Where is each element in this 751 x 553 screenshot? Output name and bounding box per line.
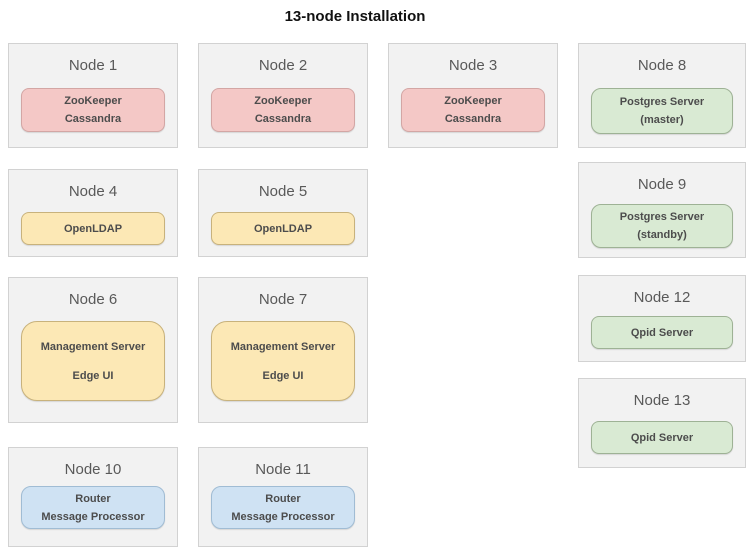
node-10-title: Node 10 [64, 461, 122, 478]
service-label-edge-ui: Edge UI [72, 369, 114, 382]
service-label-router: Router [75, 492, 111, 505]
node-6-services-box: Management Server Edge UI [21, 321, 165, 401]
node-13-title: Node 13 [633, 392, 691, 409]
service-label-qpid-server: Qpid Server [630, 326, 694, 339]
service-label-openldap: OpenLDAP [63, 222, 123, 235]
node-10-services-box: Router Message Processor [21, 486, 165, 529]
service-label-postgres-server: Postgres Server [619, 211, 705, 223]
node-12-title: Node 12 [633, 289, 691, 306]
diagram-title: 13-node Installation [284, 8, 426, 25]
node-8-services-box: Postgres Server (master) [591, 88, 733, 134]
service-label-message-processor: Message Processor [231, 510, 335, 523]
node-11-title: Node 11 [255, 461, 311, 478]
node-9: Node 9 Postgres Server (standby) [578, 162, 746, 258]
node-6-title: Node 6 [68, 291, 118, 308]
node-12: Node 12 Qpid Server [578, 275, 746, 362]
node-2-title: Node 2 [258, 57, 308, 74]
node-12-services-box: Qpid Server [591, 316, 733, 349]
service-label-postgres-server: Postgres Server [619, 96, 705, 108]
node-1: Node 1 ZooKeeper Cassandra [8, 43, 178, 148]
node-2-services-box: ZooKeeper Cassandra [211, 88, 355, 132]
service-label-cassandra: Cassandra [64, 113, 122, 125]
node-1-title: Node 1 [68, 57, 118, 74]
service-label-zookeeper: ZooKeeper [64, 95, 122, 107]
service-label-management-server: Management Server [230, 340, 336, 353]
node-13: Node 13 Qpid Server [578, 378, 746, 468]
service-label-management-server: Management Server [40, 340, 146, 353]
node-9-services-box: Postgres Server (standby) [591, 204, 733, 248]
service-label-qpid-server: Qpid Server [630, 431, 694, 444]
node-5: Node 5 OpenLDAP [198, 169, 368, 257]
node-7: Node 7 Management Server Edge UI [198, 277, 368, 423]
service-label-zookeeper: ZooKeeper [254, 95, 312, 107]
service-label-standby: (standby) [637, 229, 687, 241]
service-label-zookeeper: ZooKeeper [444, 95, 502, 107]
node-9-title: Node 9 [637, 176, 687, 193]
node-11: Node 11 Router Message Processor [198, 447, 368, 547]
node-3-services-box: ZooKeeper Cassandra [401, 88, 545, 132]
node-3-title: Node 3 [448, 57, 498, 74]
node-7-services-box: Management Server Edge UI [211, 321, 355, 401]
node-4-services-box: OpenLDAP [21, 212, 165, 245]
node-8: Node 8 Postgres Server (master) [578, 43, 746, 148]
service-label-cassandra: Cassandra [444, 113, 502, 125]
service-label-edge-ui: Edge UI [262, 369, 304, 382]
node-10: Node 10 Router Message Processor [8, 447, 178, 547]
node-7-title: Node 7 [258, 291, 308, 308]
service-label-openldap: OpenLDAP [253, 222, 313, 235]
node-2: Node 2 ZooKeeper Cassandra [198, 43, 368, 148]
node-5-services-box: OpenLDAP [211, 212, 355, 245]
node-6: Node 6 Management Server Edge UI [8, 277, 178, 423]
node-4: Node 4 OpenLDAP [8, 169, 178, 257]
service-label-router: Router [265, 492, 301, 505]
service-label-cassandra: Cassandra [254, 113, 312, 125]
node-13-services-box: Qpid Server [591, 421, 733, 454]
node-3: Node 3 ZooKeeper Cassandra [388, 43, 558, 148]
node-5-title: Node 5 [258, 183, 308, 200]
node-4-title: Node 4 [68, 183, 118, 200]
service-label-message-processor: Message Processor [41, 510, 145, 523]
node-11-services-box: Router Message Processor [211, 486, 355, 529]
node-8-title: Node 8 [637, 57, 687, 74]
service-label-master: (master) [640, 114, 684, 126]
node-1-services-box: ZooKeeper Cassandra [21, 88, 165, 132]
